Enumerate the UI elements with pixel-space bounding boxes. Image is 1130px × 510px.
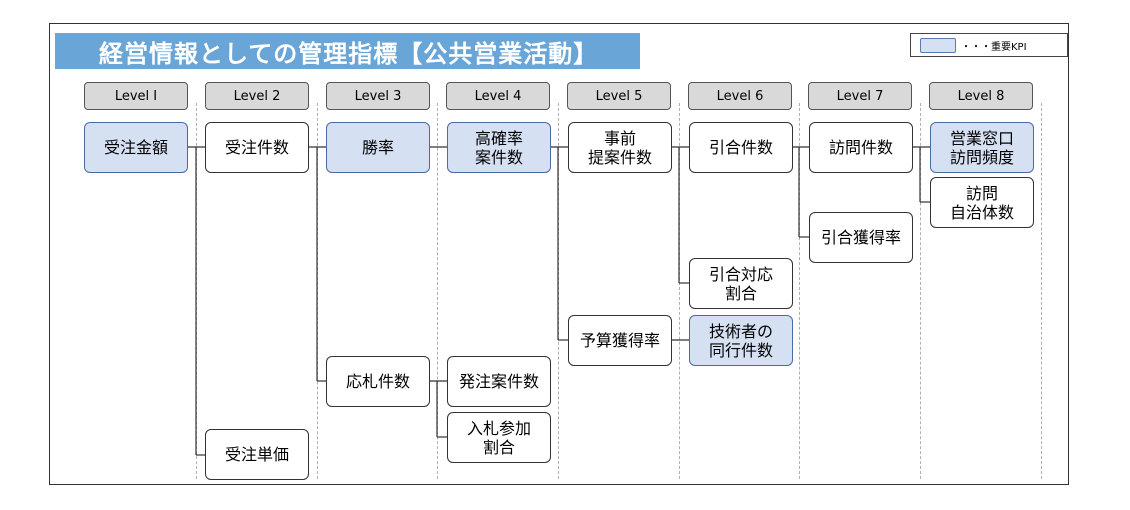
legend-kpi-swatch [920, 37, 956, 53]
column-divider [1041, 103, 1042, 479]
node-inquiry-count: 引合件数 [689, 122, 793, 173]
level-header-2: Level 2 [205, 82, 309, 110]
node-municipality-visit-count: 訪問 自治体数 [930, 177, 1034, 228]
node-sales-contact-visit-frequency: 営業窓口 訪問頻度 [930, 122, 1034, 173]
node-inquiry-win-rate: 引合獲得率 [809, 212, 913, 263]
level-header-3: Level 3 [326, 82, 430, 110]
node-high-probability-cases: 高確率 案件数 [447, 122, 551, 173]
node-order-amount: 受注金額 [84, 122, 188, 173]
node-bid-count: 応札件数 [326, 356, 430, 407]
diagram-title: 経営情報としての管理指標【公共営業活動】 [99, 39, 599, 68]
node-inquiry-response-rate: 引合対応 割合 [689, 258, 793, 309]
level-header-8: Level 8 [929, 82, 1033, 110]
column-divider [679, 103, 680, 479]
node-pre-proposal-cases: 事前 提案件数 [568, 122, 672, 173]
level-header-7: Level 7 [808, 82, 912, 110]
node-ordered-cases: 発注案件数 [447, 356, 551, 407]
node-budget-win-rate: 予算獲得率 [568, 315, 672, 366]
level-header-6: Level 6 [688, 82, 792, 110]
node-win-rate: 勝率 [326, 122, 430, 173]
legend-label: ・・・重要KPI [961, 41, 1027, 53]
column-divider [799, 103, 800, 479]
node-engineer-accompany-count: 技術者の 同行件数 [689, 315, 793, 366]
column-divider [920, 103, 921, 479]
diagram-frame [49, 23, 1069, 485]
legend: ・・・重要KPI [910, 33, 1068, 57]
title-banner: 経営情報としての管理指標【公共営業活動】 [55, 33, 640, 69]
level-header-5: Level 5 [567, 82, 671, 110]
node-bid-participation-rate: 入札参加 割合 [447, 412, 551, 463]
node-order-unit-price: 受注単価 [205, 429, 309, 480]
node-visit-count: 訪問件数 [809, 122, 913, 173]
node-order-count: 受注件数 [205, 122, 309, 173]
level-header-4: Level 4 [446, 82, 550, 110]
column-divider [437, 103, 438, 479]
level-header-1: Level Ⅰ [84, 82, 188, 110]
